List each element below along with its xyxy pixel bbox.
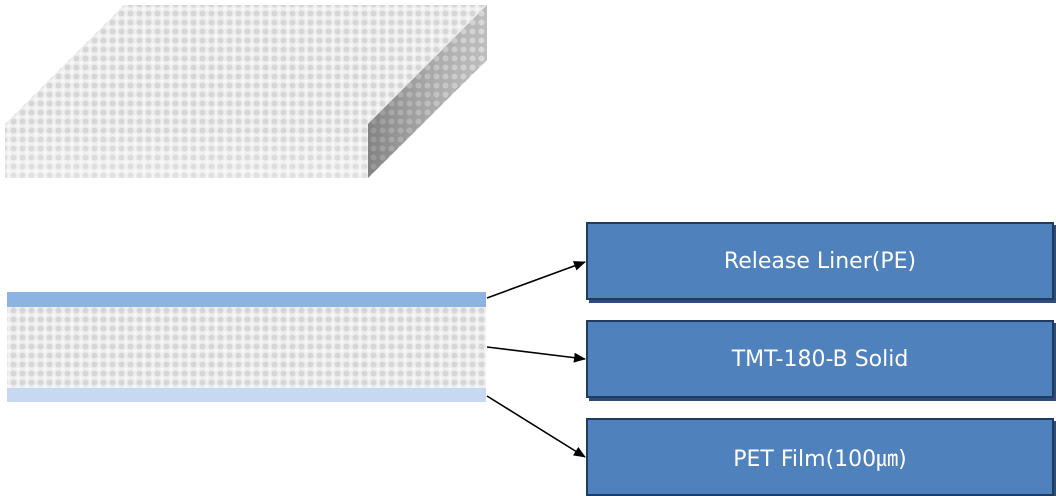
pet-film-label-box: PET Film(100㎛): [586, 418, 1054, 496]
solid-layer: [7, 307, 486, 388]
block-side-shade: [368, 5, 487, 178]
pet-film-layer: [7, 388, 486, 402]
arrow-solid: [486, 346, 586, 363]
release-liner-layer: [7, 292, 486, 307]
solid-label: TMT-180-B Solid: [731, 346, 909, 372]
arrow-pet-film: [486, 395, 586, 458]
release-liner-label-box: Release Liner(PE): [586, 222, 1054, 300]
pet-film-label: PET Film(100㎛): [733, 447, 907, 472]
arrow-release-liner: [486, 261, 586, 299]
layer-cross-section: [7, 292, 486, 402]
solid-label-box: TMT-180-B Solid: [586, 320, 1054, 398]
material-block-3d: [5, 5, 487, 178]
block-front-shade: [5, 124, 368, 178]
block-top-face: [5, 5, 487, 124]
release-liner-label: Release Liner(PE): [723, 248, 917, 274]
